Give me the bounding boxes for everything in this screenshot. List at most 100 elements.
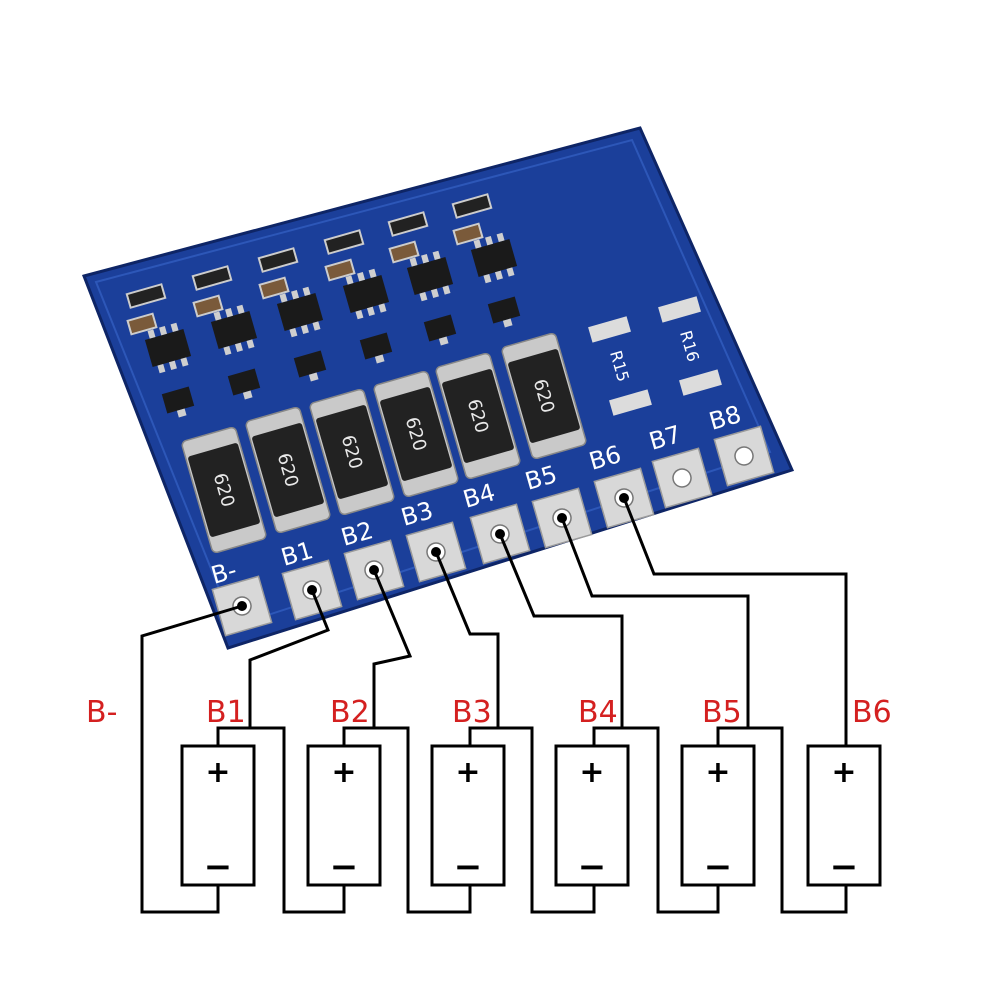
wire-labels: B- B1 B2 B3 B4 B5 B6: [86, 695, 892, 730]
resistor-body: [380, 387, 452, 481]
pcb-edge-highlight: [94, 138, 772, 628]
resistor-body: [252, 423, 324, 517]
battery-cell-2: +−: [306, 744, 382, 887]
smd-resistor-small-4: [323, 229, 365, 255]
ic-pin: [485, 236, 494, 246]
ic-pin: [506, 267, 515, 277]
capacitor-3: [258, 276, 290, 300]
label-b2: B2: [330, 695, 370, 730]
ic-pin: [409, 257, 418, 267]
series-link-5: [716, 726, 848, 914]
transistor-pin: [438, 336, 449, 346]
ic-pin: [289, 327, 298, 338]
ic-pin: [421, 254, 430, 264]
connection-dot-6: [557, 513, 567, 523]
smd-resistor-small-2: [191, 265, 233, 291]
battery-cells: +−+−+−+−+−+−: [180, 744, 882, 887]
mosfet-ic-2: [210, 304, 258, 356]
battery-cell-4: +−: [554, 744, 630, 887]
series-link-4: [592, 726, 720, 914]
aux-pad-top: [658, 296, 701, 323]
ic-pin: [159, 326, 168, 336]
connection-dot-4: [431, 547, 441, 557]
cell-plus-sign: +: [705, 755, 730, 790]
resistor-body: [188, 443, 260, 537]
small-resistor-body: [387, 211, 429, 237]
ic-pin: [442, 285, 451, 295]
label-b-minus: B-: [86, 695, 117, 730]
connection-dot-7: [619, 493, 629, 503]
capacitor-body: [324, 258, 356, 282]
ic-pin: [368, 268, 377, 279]
transistor-2: [227, 368, 261, 400]
ic-pin: [378, 303, 387, 313]
transistor-1: [161, 386, 195, 418]
capacitor-2: [192, 294, 224, 318]
cell-plus-sign: +: [579, 755, 604, 790]
ic-pin: [170, 322, 179, 333]
ic-pin: [300, 324, 309, 334]
wire-b4: [498, 533, 624, 728]
wire-b3: [434, 551, 500, 728]
mosfet-ic-3: [276, 286, 324, 338]
balance-resistor-3: 620: [309, 388, 395, 516]
cell-plus-sign: +: [331, 755, 356, 790]
smd-resistor-small-5: [387, 211, 429, 237]
mosfet-ic-1: [144, 322, 192, 374]
cell-plus-sign: +: [455, 755, 480, 790]
label-b5: B5: [702, 695, 742, 730]
series-link-1: [216, 726, 346, 914]
pad-8: [651, 447, 713, 509]
small-resistor-body: [191, 265, 233, 291]
balance-resistor-4: 620: [373, 370, 459, 498]
ic-pin: [279, 293, 288, 303]
battery-cell-3: +−: [430, 744, 506, 887]
transistor-6: [487, 296, 521, 328]
battery-cell-6: +−: [806, 744, 882, 887]
ic-body: [210, 311, 258, 349]
wire-b-minus: [140, 604, 243, 914]
cell-minus-sign: −: [204, 847, 233, 887]
ic-pin: [147, 329, 156, 339]
capacitor-body: [388, 240, 420, 264]
ic-pin: [312, 321, 321, 331]
cell-minus-sign: −: [578, 847, 607, 887]
transistor-5: [423, 314, 457, 346]
series-link-3: [468, 726, 596, 914]
ic-pin: [430, 288, 439, 298]
pad-hole: [734, 446, 754, 466]
capacitor-4: [324, 258, 356, 282]
transistor-3: [293, 350, 327, 382]
aux-pad-bottom: [609, 389, 652, 416]
balance-resistor-1: 620: [181, 426, 267, 554]
wiring: [140, 497, 848, 914]
ic-pin: [180, 357, 189, 367]
pad-hole: [672, 468, 692, 488]
cell-plus-sign: +: [831, 755, 856, 790]
ic-pin: [483, 273, 492, 284]
ic-pin: [157, 363, 166, 374]
resistor-body: [508, 349, 580, 443]
ic-pin: [366, 306, 375, 316]
ic-pin: [234, 342, 243, 352]
wire-b1: [248, 589, 330, 728]
transistor-body: [227, 368, 261, 396]
cell-minus-sign: −: [330, 847, 359, 887]
capacitor-body: [192, 294, 224, 318]
ic-pin: [291, 290, 300, 300]
ic-body: [470, 239, 518, 277]
smd-resistor-small-3: [257, 247, 299, 273]
transistor-body: [359, 332, 393, 360]
aux-pad-top: [588, 316, 631, 343]
capacitor-body: [258, 276, 290, 300]
wire-b6: [622, 497, 848, 746]
cell-outline: [306, 744, 382, 887]
cell-minus-sign: −: [704, 847, 733, 887]
capacitor-1: [126, 312, 158, 336]
transistor-body: [161, 386, 195, 414]
balance-resistor-2: 620: [245, 406, 331, 534]
transistor-4: [359, 332, 393, 364]
transistor-pin: [374, 354, 385, 364]
cell-minus-sign: −: [830, 847, 859, 887]
